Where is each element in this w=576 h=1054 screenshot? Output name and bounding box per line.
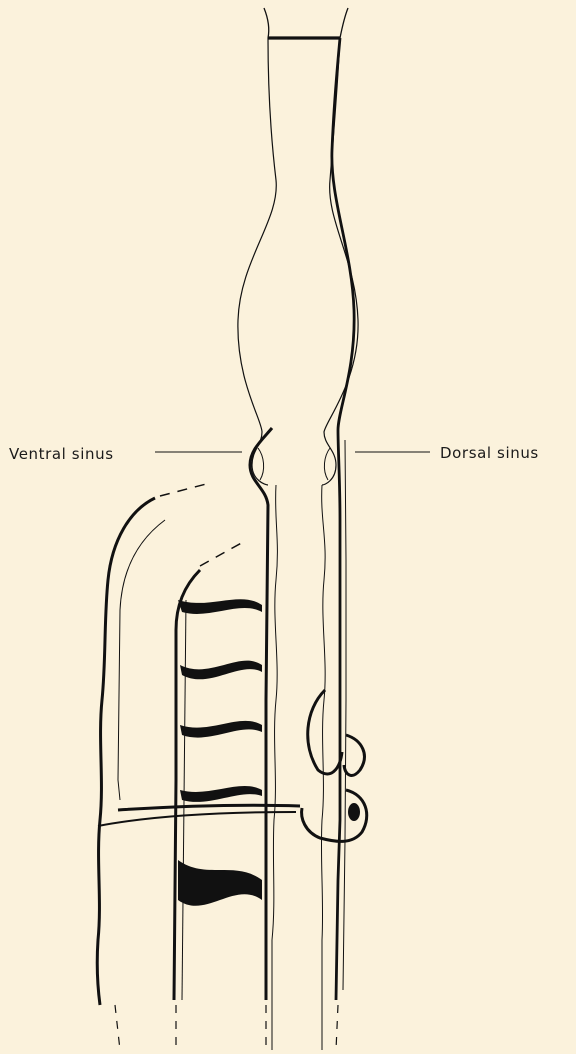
dorsal-sinus-label: Dorsal sinus <box>440 444 539 462</box>
cross-vessel <box>118 805 300 810</box>
rung-2 <box>180 661 262 680</box>
top-left-vessel-line <box>264 8 269 38</box>
ventral-sinus-label: Ventral sinus <box>9 445 114 463</box>
inner-loop-dashed <box>200 541 245 566</box>
bottom-dash-1 <box>115 1005 120 1050</box>
inner-loop-vessel <box>174 570 200 1000</box>
dorsal-lobe-mid <box>344 735 364 775</box>
bottom-dash-4 <box>336 1005 338 1050</box>
dorsal-sinus-vessel <box>332 38 354 1000</box>
gut-inner-left <box>272 485 277 1050</box>
lower-x-rung <box>178 860 262 906</box>
outer-loop-inner <box>118 520 165 800</box>
lobe-inner-spot <box>348 803 360 821</box>
knob-left-arc <box>258 448 264 480</box>
ventral-sinus-vessel <box>250 428 272 1000</box>
rung-1 <box>178 599 262 614</box>
rung-4 <box>180 786 262 802</box>
knob-right-arc <box>324 448 330 480</box>
top-right-vessel-line <box>340 8 348 38</box>
gut-outline-left <box>238 38 276 485</box>
dorsal-inner-line <box>343 440 346 990</box>
dorsal-lobe-upper <box>308 690 342 774</box>
gut-inner-right <box>321 485 325 1050</box>
outer-loop-dashed <box>160 483 210 496</box>
rung-3 <box>180 721 262 738</box>
